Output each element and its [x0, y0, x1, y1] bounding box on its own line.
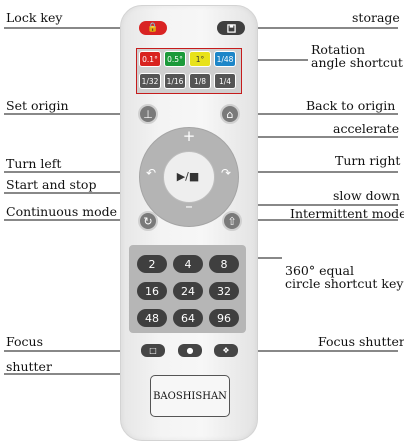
lock-button[interactable]: 🔒: [139, 21, 167, 35]
set-origin-button[interactable]: ⊥: [138, 104, 158, 124]
circle-shortcut-key[interactable]: 4: [173, 255, 203, 273]
circle-shortcut-key[interactable]: 24: [173, 282, 203, 300]
lock-icon: 🔒: [147, 22, 159, 33]
label-lock-key: Lock key: [6, 10, 63, 25]
label-focus-shutter: Focus shutter: [318, 334, 404, 349]
turn-left-button[interactable]: ↶: [142, 164, 160, 182]
plus-icon: +: [182, 127, 196, 145]
circle-shortcut-key[interactable]: 2: [137, 255, 167, 273]
slow-down-button[interactable]: –: [178, 196, 200, 216]
step-icon: ⇧: [227, 214, 237, 228]
arrow-left-icon: ↶: [145, 166, 157, 180]
label-continuous-mode: Continuous mode: [6, 204, 118, 219]
rotation-angle-button[interactable]: 1/16: [164, 73, 186, 89]
label-circle-1: 360° equal: [285, 263, 354, 278]
circle-shortcut-key[interactable]: 96: [209, 309, 239, 327]
focus-camera-icon: ❖: [222, 346, 230, 355]
circle-shortcut-key[interactable]: 8: [209, 255, 239, 273]
label-back-to-origin: Back to origin: [306, 98, 396, 113]
label-circle-2: circle shortcut key: [285, 276, 404, 291]
label-rotation-1: Rotation: [311, 42, 366, 57]
label-shutter: shutter: [6, 359, 52, 374]
turn-right-button[interactable]: ↷: [217, 164, 235, 182]
rotation-angle-button[interactable]: 0.5°: [164, 51, 186, 67]
play-stop-icon: ▶/■: [176, 169, 200, 183]
arrow-right-icon: ↷: [220, 166, 232, 180]
label-focus: Focus: [6, 334, 43, 349]
label-storage: storage: [352, 10, 400, 25]
back-to-origin-button[interactable]: ⌂: [220, 104, 240, 124]
label-start-stop: Start and stop: [6, 177, 97, 192]
label-slow-down: slow down: [333, 188, 400, 203]
label-turn-right: Turn right: [335, 153, 401, 168]
label-intermittent-mode: Intermittent mode: [290, 206, 404, 221]
brand-label: BAOSHISHAN: [150, 375, 230, 417]
label-rotation-2: angle shortcut: [311, 55, 403, 70]
circle-shortcut-key[interactable]: 48: [137, 309, 167, 327]
focus-icon: □: [149, 346, 157, 355]
minus-icon: –: [185, 197, 193, 215]
storage-button[interactable]: [217, 21, 245, 35]
intermittent-mode-button[interactable]: ⇧: [222, 211, 242, 231]
rotation-angle-button[interactable]: 1°: [189, 51, 211, 67]
rotation-angle-button[interactable]: 0.1°: [139, 51, 161, 67]
label-accelerate: accelerate: [333, 121, 400, 136]
accelerate-button[interactable]: +: [178, 126, 200, 146]
label-turn-left: Turn left: [6, 156, 62, 171]
loop-icon: ↻: [143, 214, 153, 228]
continuous-mode-button[interactable]: ↻: [138, 211, 158, 231]
rotation-angle-button[interactable]: 1/32: [139, 73, 161, 89]
label-set-origin: Set origin: [6, 98, 69, 113]
home-origin-icon: ⌂: [226, 107, 234, 121]
rotation-angle-button[interactable]: 1/4: [214, 73, 236, 89]
camera-icon: ●: [186, 346, 194, 355]
start-stop-button[interactable]: [163, 151, 215, 203]
focus-shutter-button[interactable]: ❖: [214, 344, 238, 357]
circle-shortcut-key[interactable]: 16: [137, 282, 167, 300]
start-stop-symbol: ▶/■: [163, 151, 213, 201]
save-icon: [226, 23, 236, 33]
shutter-button[interactable]: ●: [178, 344, 202, 357]
target-icon: ⊥: [143, 107, 153, 121]
circle-shortcut-key[interactable]: 64: [173, 309, 203, 327]
focus-button[interactable]: □: [141, 344, 165, 357]
circle-shortcut-key[interactable]: 32: [209, 282, 239, 300]
rotation-angle-button[interactable]: 1/48: [214, 51, 236, 67]
rotation-angle-button[interactable]: 1/8: [189, 73, 211, 89]
